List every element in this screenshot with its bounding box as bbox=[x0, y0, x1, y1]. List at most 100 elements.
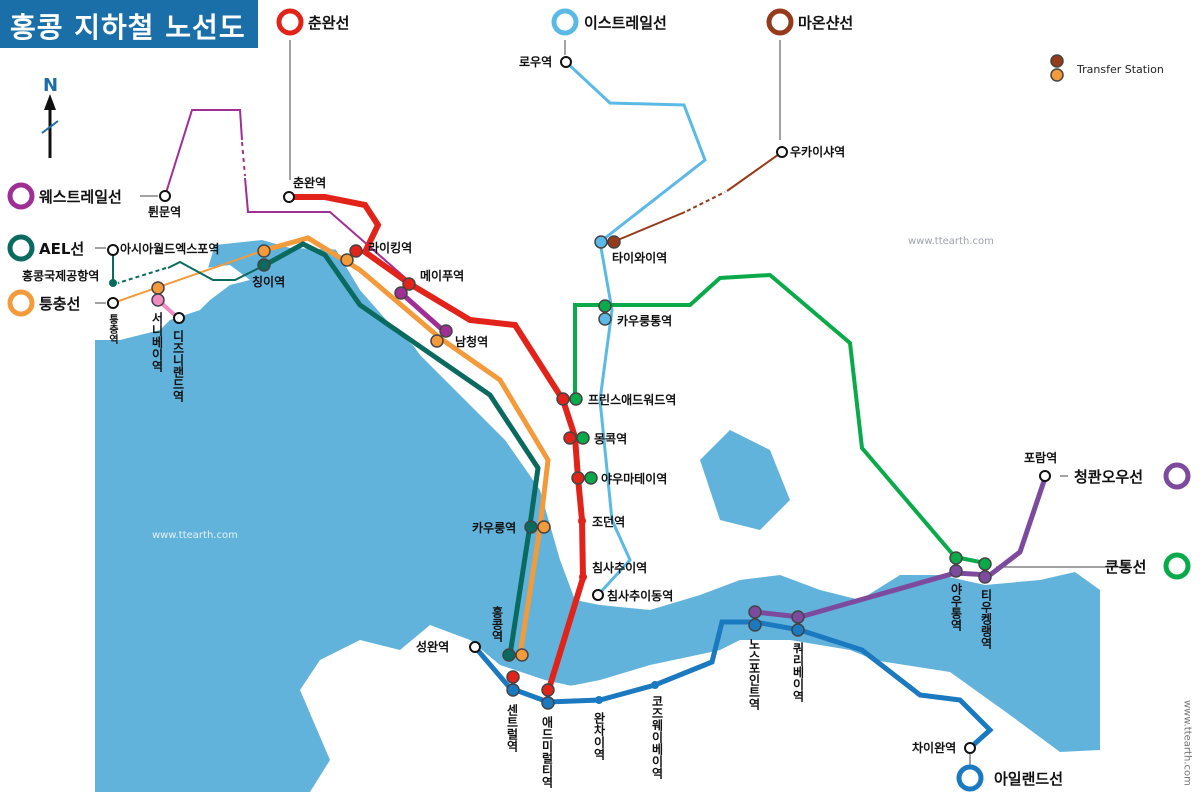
transfer-yau-tong-green bbox=[949, 551, 963, 565]
tsuen-wan-line-badge bbox=[276, 8, 304, 36]
ael-line bbox=[263, 241, 541, 656]
transfer-tsing-yi-orange bbox=[257, 244, 271, 258]
station-tuen-mun: 튄문역 bbox=[148, 204, 181, 219]
station-tsuen-wan: 춘완역 bbox=[293, 175, 326, 190]
tseung-kwan-o-line-badge bbox=[1163, 462, 1191, 490]
transfer-yau-ma-tei-red bbox=[571, 471, 585, 485]
transfer-admiralty-red bbox=[541, 683, 555, 697]
island-line-badge bbox=[956, 764, 984, 792]
transfer-lai-king-red bbox=[349, 244, 363, 258]
station-sheung-wan: 성완역 bbox=[416, 639, 449, 654]
ael-line-label: AEL선 bbox=[39, 240, 84, 258]
tsuen-wan-line-label: 춘완선 bbox=[308, 14, 349, 32]
legend-transfer-dot-bottom bbox=[1050, 68, 1064, 82]
tung-chung-line-label: 퉁충선 bbox=[39, 295, 80, 313]
station-po-lam: 포람역 bbox=[1024, 450, 1057, 465]
station-north-point: 노스포인트역 bbox=[747, 638, 761, 711]
kowloon-land bbox=[300, 230, 1100, 590]
north-arrow: N bbox=[41, 75, 59, 158]
transfer-tai-wai-brown bbox=[607, 235, 621, 249]
line-badges bbox=[7, 8, 1191, 792]
ael-line-thin bbox=[167, 260, 266, 281]
transfer-hong-kong-orange bbox=[515, 648, 529, 662]
transfer-tiu-keng-leng-purple bbox=[978, 570, 992, 584]
transfer-central-red bbox=[506, 670, 520, 684]
station-kowloon: 카우룽역 bbox=[472, 520, 516, 535]
tung-chung-line-thin bbox=[112, 249, 266, 304]
west-rail-line-label: 웨스트레일선 bbox=[39, 188, 122, 206]
transfer-mei-foo-red bbox=[402, 277, 416, 291]
water-inlet-3 bbox=[700, 430, 790, 530]
simple-stations bbox=[109, 279, 659, 704]
transfer-kowloon-tong-green bbox=[598, 299, 612, 313]
transfer-prince-edward-red bbox=[556, 392, 570, 406]
transfer-prince-edward-green bbox=[569, 392, 583, 406]
station-quarry-bay: 쿼리베이역 bbox=[791, 641, 805, 703]
transfer-north-point-blue bbox=[748, 618, 762, 632]
tung-chung-line-badge bbox=[7, 289, 35, 317]
north-label: N bbox=[43, 75, 58, 96]
legend-transfer-label: Transfer Station bbox=[1076, 63, 1164, 76]
station-central: 센트럴역 bbox=[505, 703, 519, 753]
transfer-north-point-purple bbox=[748, 605, 762, 619]
station-lai-king: 라이킹역 bbox=[368, 240, 412, 255]
watermark-3: www.ttearth.com bbox=[1182, 700, 1193, 786]
station-jordan: 조던역 bbox=[592, 514, 625, 529]
transfer-kowloon-orange bbox=[537, 520, 551, 534]
ma-on-shan-line-2 bbox=[726, 151, 783, 192]
station-lo-wu: 로우역 bbox=[519, 54, 552, 69]
west-rail-lantau-segment bbox=[398, 290, 447, 334]
transfer-mei-foo-purple bbox=[394, 286, 408, 300]
ma-on-shan-line-badge bbox=[766, 8, 794, 36]
station-airport: 홍콩국제공항역 bbox=[22, 268, 99, 283]
island-line-label: 아일랜드선 bbox=[994, 770, 1063, 788]
station-causeway-bay: 코즈웨이베이역 bbox=[650, 695, 664, 780]
transfer-quarry-bay-blue bbox=[791, 623, 805, 637]
transfer-stations bbox=[151, 54, 1064, 710]
west-rail-line-gap bbox=[241, 141, 246, 177]
station-sunny-bay: 서니베이역 bbox=[150, 311, 164, 373]
station-chai-wan: 차이완역 bbox=[912, 740, 956, 755]
station-tiu-keng-leng: 티우켕랭역 bbox=[979, 588, 993, 650]
station-asia-world-expo: 아시아월드엑스포역 bbox=[120, 241, 219, 256]
east-rail-line-label: 이스트레일선 bbox=[584, 14, 667, 32]
tseung-kwan-o-line-label: 청콴오우선 bbox=[1074, 468, 1143, 486]
transfer-sunny-bay-orange bbox=[151, 281, 165, 295]
kwun-tong-line bbox=[573, 272, 986, 565]
station-tung-chung: 퉁충역 bbox=[107, 314, 119, 345]
station-admiralty: 애드미럴티역 bbox=[540, 715, 554, 789]
east-rail-line bbox=[564, 60, 707, 597]
tung-chung-line bbox=[264, 235, 551, 656]
transfer-tsing-yi-green bbox=[257, 258, 271, 272]
station-tai-wai: 타이와이역 bbox=[612, 250, 667, 265]
legend-transfer-dot-top bbox=[1050, 54, 1064, 68]
watermark-1: www.ttearth.com bbox=[908, 236, 994, 247]
transfer-lai-king-orange bbox=[340, 253, 354, 267]
station-hong-kong: 홍콩역 bbox=[490, 605, 504, 643]
station-nam-cheong: 남청역 bbox=[455, 334, 488, 349]
lantau-land bbox=[95, 265, 250, 340]
station-mong-kok: 몽콕역 bbox=[594, 431, 627, 446]
transfer-sunny-bay-pink bbox=[151, 293, 165, 307]
map-title-box: 홍콩 지하철 노선도 bbox=[0, 0, 258, 48]
transfer-nam-cheong-purple bbox=[439, 324, 453, 338]
west-rail-line-badge bbox=[7, 182, 35, 210]
transfer-nam-cheong-orange bbox=[430, 334, 444, 348]
ma-on-shan-gap bbox=[686, 191, 726, 212]
transfer-yau-ma-tei-green bbox=[584, 471, 598, 485]
ael-line-badge bbox=[7, 234, 35, 262]
station-kowloon-tong: 카우룽통역 bbox=[617, 313, 672, 328]
west-rail-line bbox=[164, 109, 243, 197]
transfer-hong-kong-green bbox=[502, 648, 516, 662]
transfer-tai-wai-blue bbox=[594, 235, 608, 249]
station-prince-edward: 프린스애드워드역 bbox=[588, 392, 676, 407]
transfer-central-blue bbox=[506, 683, 520, 697]
transfer-mong-kok-red bbox=[563, 431, 577, 445]
tsuen-wan-line bbox=[289, 194, 587, 693]
transfer-admiralty-blue bbox=[541, 696, 555, 710]
east-rail-line-badge bbox=[551, 8, 579, 36]
station-yau-tong: 야우통역 bbox=[949, 582, 963, 632]
transfer-yau-tong-purple bbox=[949, 564, 963, 578]
ael-line-gap bbox=[117, 267, 167, 284]
ma-on-shan-line bbox=[612, 211, 686, 243]
